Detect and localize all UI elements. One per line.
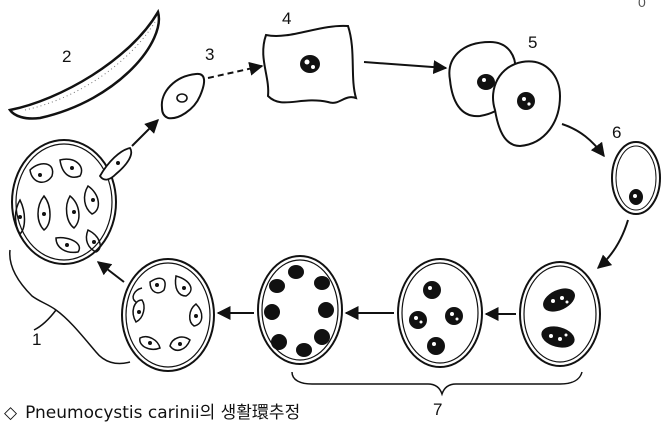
bracket-stage-1 xyxy=(10,250,130,364)
corner-mark: 0 xyxy=(638,0,646,10)
arrow-6-to-cyst xyxy=(598,220,628,268)
mature-cyst-sporozoites xyxy=(122,259,214,371)
stage-2-crescent-cell xyxy=(10,12,159,119)
label-stage-3: 3 xyxy=(205,45,214,64)
label-stage-6: 6 xyxy=(612,123,621,142)
stage-6-precyst xyxy=(612,142,660,214)
diamond-icon: ◇ xyxy=(4,403,17,423)
stage-5-dividing-cells xyxy=(449,42,560,146)
label-stage-2: 2 xyxy=(62,47,71,66)
cyst-four-nuclei xyxy=(398,259,482,367)
label-stage-1: 1 xyxy=(32,330,41,349)
cyst-eight-nuclei xyxy=(258,256,342,364)
caption-text: Pneumocystis carinii의 생활環추정 xyxy=(25,403,300,423)
cyst-two-nuclei xyxy=(520,262,600,366)
arrow-1-to-3 xyxy=(132,120,158,146)
rupturing-cyst xyxy=(12,140,131,264)
label-stage-7: 7 xyxy=(433,400,442,420)
arrow-5-to-6 xyxy=(562,124,604,156)
label-stage-5: 5 xyxy=(528,33,537,52)
arrow-mature-to-rupture xyxy=(98,262,124,282)
bracket-stage-7 xyxy=(292,372,582,394)
label-stage-4: 4 xyxy=(282,9,291,28)
stage-3-trophozoite xyxy=(162,74,204,118)
arrow-4-to-5 xyxy=(364,62,446,68)
figure-caption: ◇Pneumocystis carinii의 생활環추정 7 xyxy=(4,398,300,423)
arrow-3-to-4 xyxy=(208,66,262,78)
stage-4-amoeboid-trophozoite xyxy=(263,26,356,103)
